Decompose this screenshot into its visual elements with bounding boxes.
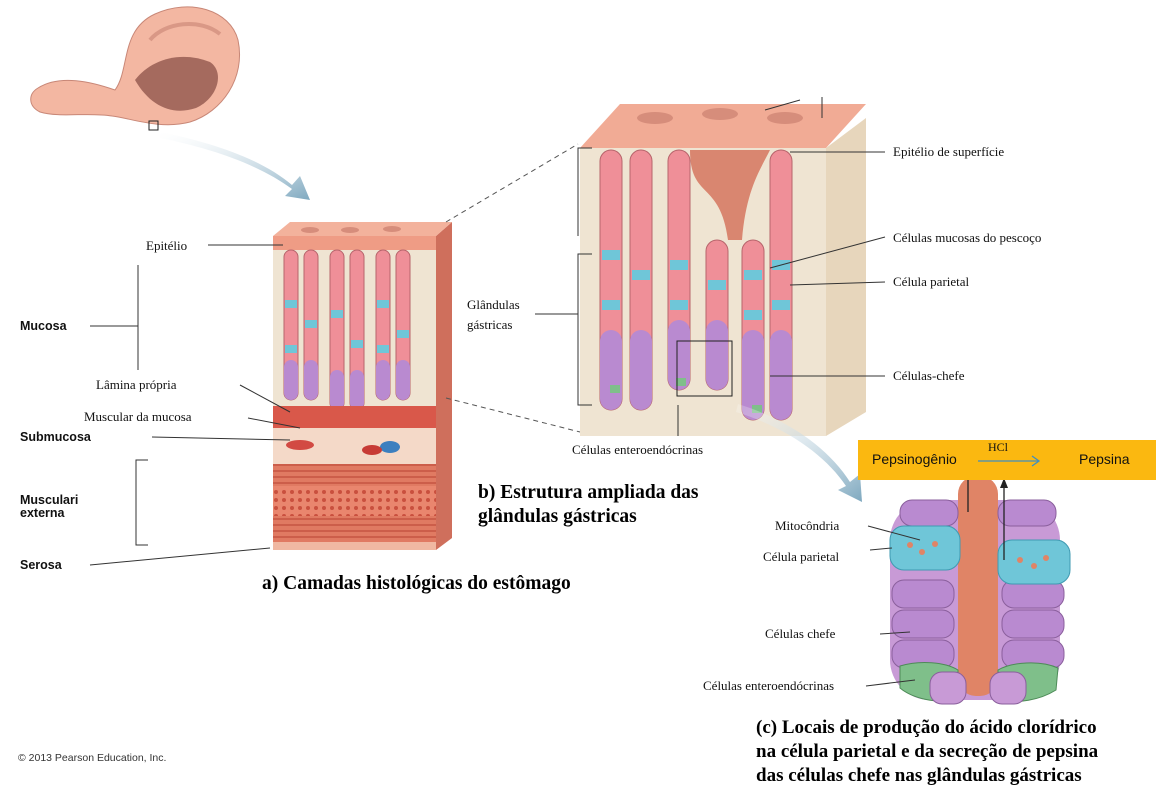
single-gland — [890, 476, 1070, 704]
label-enteroendocrinas-c: Células enteroendócrinas — [703, 678, 834, 694]
label-glandulas-line2: gástricas — [467, 317, 512, 332]
caption-a: a) Camadas histológicas do estômago — [262, 572, 571, 596]
copyright-notice: © 2013 Pearson Education, Inc. — [18, 752, 166, 764]
caption-c: (c) Locais de produção do ácido clorídri… — [756, 716, 1098, 788]
gland-block — [580, 104, 866, 436]
label-celulas-mucosas: Células mucosas do pescoço — [893, 230, 1041, 246]
label-mucosa: Mucosa — [20, 319, 67, 333]
label-celula-parietal-c: Célula parietal — [763, 549, 839, 565]
arrow-to-layers — [160, 132, 310, 200]
caption-b-line2: glândulas gástricas — [478, 506, 637, 527]
caption-c-line3: das células chefe nas glândulas gástrica… — [756, 765, 1082, 786]
label-enteroendocrinas-b: Células enteroendócrinas — [572, 442, 703, 458]
label-submucosa: Submucosa — [20, 430, 91, 444]
label-mitocondria: Mitocôndria — [775, 518, 839, 534]
label-celulas-chefe-c: Células chefe — [765, 626, 835, 642]
label-celulas-chefe-b: Células-chefe — [893, 368, 964, 384]
label-pepsinogenio: Pepsinogênio — [872, 451, 957, 467]
label-pepsina: Pepsina — [1079, 451, 1130, 467]
caption-c-line2: na célula parietal e da secreção de peps… — [756, 741, 1098, 762]
layers-block — [273, 222, 452, 550]
label-glandulas-gastricas: Glândulas gástricas — [467, 295, 520, 335]
reaction-arrow-icon — [976, 454, 1046, 468]
label-lamina-propria: Lâmina própria — [96, 377, 177, 393]
label-epitelio: Epitélio — [146, 238, 187, 254]
label-muscular-externa-line2: externa — [20, 506, 64, 520]
label-epitelio-superficie: Epitélio de superfície — [893, 144, 1004, 160]
pepsin-reaction-bar: Pepsinogênio HCl Pepsina — [858, 440, 1156, 480]
stomach-icon — [31, 7, 240, 130]
label-muscular-externa-line1: Musculari — [20, 493, 78, 507]
caption-c-line1: (c) Locais de produção do ácido clorídri… — [756, 717, 1097, 738]
caption-b: b) Estrutura ampliada das glândulas gást… — [478, 481, 699, 529]
label-muscular-externa: Musculari externa — [20, 494, 78, 520]
caption-b-line1: b) Estrutura ampliada das — [478, 482, 699, 503]
label-glandulas-line1: Glândulas — [467, 297, 520, 312]
label-hcl: HCl — [988, 440, 1008, 455]
label-celula-parietal-b: Célula parietal — [893, 274, 969, 290]
label-muscular-mucosa: Muscular da mucosa — [84, 409, 192, 425]
label-serosa: Serosa — [20, 558, 62, 572]
